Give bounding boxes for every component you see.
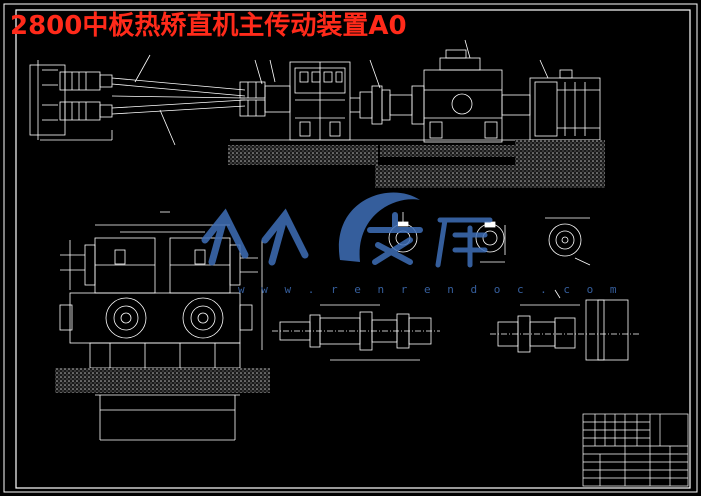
watermark-swoosh	[338, 192, 420, 262]
watermark-url: w w w . r e n r e n d o c . c o m	[238, 283, 622, 296]
watermark-ren-1	[201, 208, 249, 266]
watermark-logo	[201, 192, 493, 268]
drawing-title: 2800中板热矫直机主传动装置A0	[10, 11, 407, 41]
watermark-ku	[435, 217, 493, 268]
top-foundation	[228, 140, 605, 188]
top-elevation-view	[29, 39, 601, 146]
watermark-ren-2	[261, 208, 309, 266]
side-view	[59, 211, 263, 441]
side-foundation	[55, 368, 270, 393]
title-block	[582, 413, 689, 487]
section-details	[272, 212, 640, 361]
drawing-frame	[3, 3, 698, 493]
watermark-wen	[367, 212, 423, 265]
